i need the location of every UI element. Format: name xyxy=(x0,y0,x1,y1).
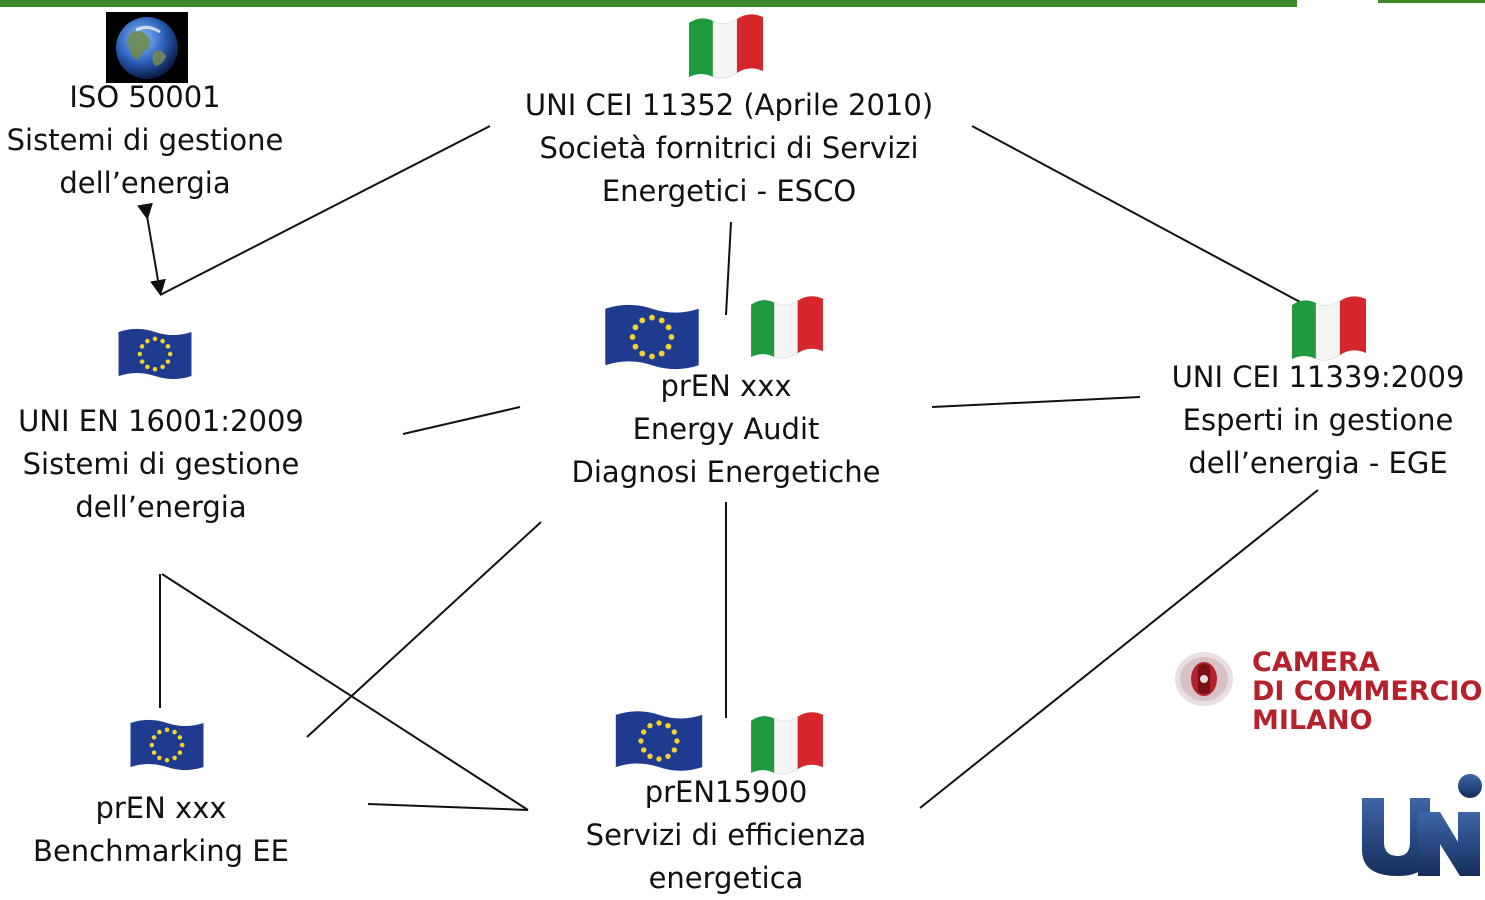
node-title: UNI EN 16001:2009 xyxy=(18,404,304,438)
node-subtitle: Sistemi di gestione xyxy=(22,447,300,481)
line-11352-to-audit xyxy=(725,221,732,316)
italian-flag-icon xyxy=(689,14,763,79)
line-benchmarking-to-15900 xyxy=(367,803,529,811)
eu-flag-icon xyxy=(118,328,192,380)
node-title: prEN15900 xyxy=(644,775,808,809)
arrow-iso-to-16001 xyxy=(137,202,166,296)
eu-flag-icon xyxy=(605,304,699,370)
uni-logo-icon xyxy=(1362,774,1482,876)
node-pren-energy-audit: prEN xxx Energy Audit Diagnosi Energetic… xyxy=(560,365,892,494)
node-pren-benchmarking: prEN xxx Benchmarking EE xyxy=(20,787,302,873)
node-subtitle: dell’energia xyxy=(75,490,247,524)
eu-flag-icon xyxy=(615,711,703,771)
logo-line: DI COMMERCIO xyxy=(1252,676,1483,707)
node-title: UNI CEI 11339:2009 xyxy=(1171,360,1465,394)
node-subtitle: dell’energia - EGE xyxy=(1188,446,1448,480)
camera-commercio-logo-text: CAMERA DI COMMERCIO MILANO xyxy=(1252,648,1485,735)
node-iso-50001: ISO 50001 Sistemi di gestione dell’energ… xyxy=(0,76,290,205)
line-audit-to-benchmarking xyxy=(306,521,542,738)
node-subtitle: Benchmarking EE xyxy=(33,834,289,868)
italian-flag-icon xyxy=(1292,296,1366,361)
node-subtitle: Servizi di efficienza xyxy=(585,818,867,852)
italian-flag-icon xyxy=(751,712,823,775)
top-accent-bar-right xyxy=(1378,0,1485,3)
node-uni-cei-11339: UNI CEI 11339:2009 Esperti in gestione d… xyxy=(1152,356,1484,485)
line-11352-to-16001 xyxy=(159,125,491,296)
node-subtitle: Sistemi di gestione xyxy=(6,123,284,157)
italian-flag-icon xyxy=(751,296,823,359)
node-subtitle: dell’energia xyxy=(59,166,231,200)
logo-line: CAMERA xyxy=(1252,648,1380,678)
eu-flag-icon xyxy=(130,719,204,771)
node-subtitle: Energy Audit xyxy=(632,412,820,446)
node-pren15900: prEN15900 Servizi di efficienza energeti… xyxy=(566,771,886,900)
node-title: UNI CEI 11352 (Aprile 2010) xyxy=(524,88,934,122)
earth-globe-icon xyxy=(106,12,188,83)
node-title: ISO 50001 xyxy=(69,80,221,114)
line-16001-to-audit xyxy=(402,406,521,435)
node-subtitle: Energetici - ESCO xyxy=(601,174,857,208)
node-subtitle: energetica xyxy=(648,861,804,895)
camera-commercio-seal-icon xyxy=(1175,652,1233,706)
logo-line: MILANO xyxy=(1252,705,1373,735)
line-16001-to-15900 xyxy=(161,573,529,811)
node-uni-cei-11352: UNI CEI 11352 (Aprile 2010) Società forn… xyxy=(486,84,972,213)
node-subtitle: Esperti in gestione xyxy=(1182,403,1454,437)
node-subtitle: Società fornitrici di Servizi xyxy=(539,131,919,165)
line-11352-to-11339 xyxy=(971,125,1301,303)
node-subtitle: Diagnosi Energetiche xyxy=(571,455,881,489)
node-title: prEN xxx xyxy=(95,791,227,825)
node-uni-en-16001: UNI EN 16001:2009 Sistemi di gestione de… xyxy=(0,400,322,529)
line-audit-to-11339 xyxy=(931,396,1141,408)
line-11339-to-15900 xyxy=(919,489,1319,809)
top-accent-bar xyxy=(0,0,1297,7)
node-title: prEN xxx xyxy=(660,369,792,403)
